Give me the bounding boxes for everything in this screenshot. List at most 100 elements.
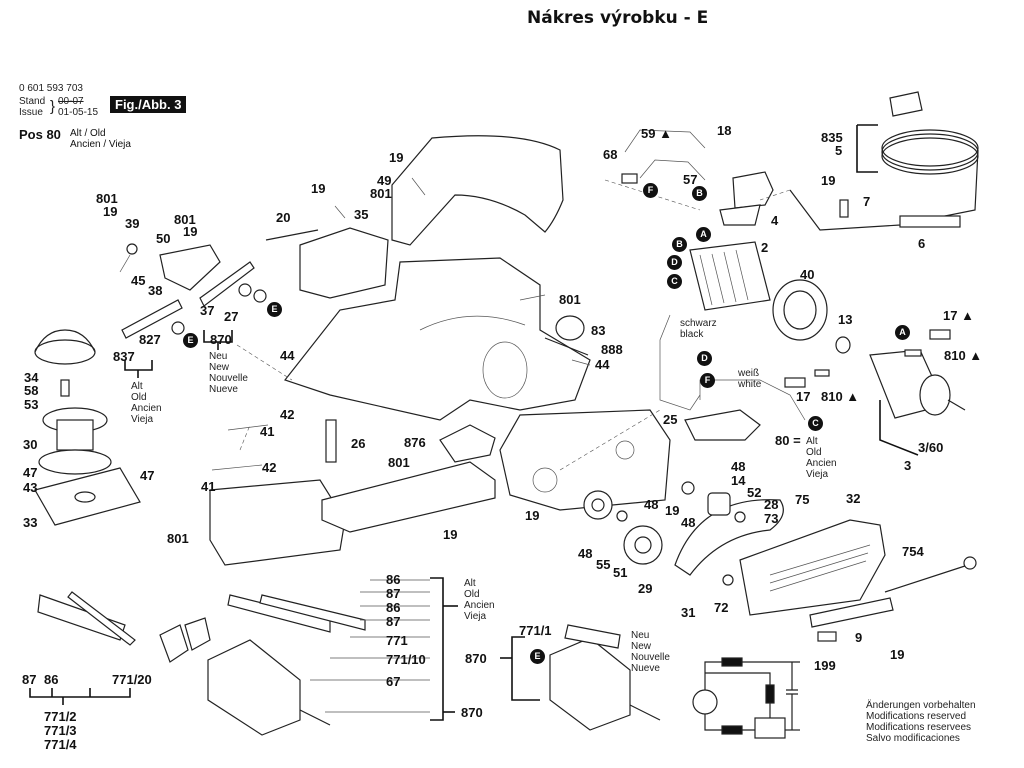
footer-line-fr: Modifications reservees xyxy=(866,722,972,733)
part-label: 771 xyxy=(386,633,408,648)
part-label: 40 xyxy=(800,267,815,282)
part-label: 801 xyxy=(174,212,196,227)
part-label: 801 xyxy=(370,186,392,201)
part-label: 50 xyxy=(156,231,171,246)
bracket-38 xyxy=(159,244,221,291)
part-label: 19 xyxy=(525,508,540,523)
pos-note-line2: Ancien / Vieja xyxy=(70,139,131,150)
part-label: 19 xyxy=(665,503,680,518)
connector-badge-e2: E xyxy=(183,333,198,348)
connector-badge-d2: D xyxy=(697,351,712,366)
part-label: 55 xyxy=(596,557,611,572)
part-label: 19 xyxy=(821,173,836,188)
switch-4 xyxy=(732,171,774,209)
part-label: 33 xyxy=(23,515,38,530)
part-label: 48 xyxy=(578,546,593,561)
part-label: 17 xyxy=(796,389,811,404)
connector-badge-c2: C xyxy=(808,416,823,431)
clamp-7 xyxy=(839,199,849,218)
footer-line-de: Änderungen vorbehalten xyxy=(866,700,976,711)
clip-876 xyxy=(439,424,496,463)
belt-cover-25 xyxy=(499,409,671,511)
wire-note-white: weiß white xyxy=(738,368,762,390)
part-label: 86 xyxy=(44,672,59,687)
part-label: 51 xyxy=(613,565,628,580)
connector-badge-e3: E xyxy=(530,649,545,664)
part-label: 34 xyxy=(24,370,39,385)
part-label: 26 xyxy=(351,436,366,451)
part-label: 48 xyxy=(731,459,746,474)
part-label: 771/10 xyxy=(386,652,426,667)
part-label: 25 xyxy=(663,412,678,427)
ring-40 xyxy=(772,279,828,341)
part-label: 771/2 xyxy=(44,709,77,724)
part-label: 771/20 xyxy=(112,672,152,687)
footer-line-en: Modifications reserved xyxy=(866,711,967,722)
pin-20 xyxy=(265,229,319,241)
handle-part xyxy=(391,135,564,246)
part-label: 810 ▲ xyxy=(944,348,983,363)
part-label: 31 xyxy=(681,605,696,620)
part-label: 19 xyxy=(311,181,326,196)
part-label: 48 xyxy=(681,515,696,530)
old-note-837: Alt Old Ancien Vieja xyxy=(131,381,162,425)
part-label: 20 xyxy=(276,210,291,225)
module-80 xyxy=(684,409,761,441)
part-number: 0 601 593 703 xyxy=(19,83,83,94)
part-label: 3 xyxy=(904,458,912,473)
part-label: 68 xyxy=(603,147,618,162)
part-label: 870 xyxy=(465,651,487,666)
label-plate-9 xyxy=(809,597,894,628)
brace: } xyxy=(50,98,56,115)
part-label: 801 xyxy=(559,292,581,307)
power-cable-coil xyxy=(881,129,979,167)
belt-31 xyxy=(674,499,784,576)
part-label: 39 xyxy=(125,216,140,231)
part-label: 53 xyxy=(24,397,39,412)
part-label: 73 xyxy=(764,511,779,526)
part-label: 801 xyxy=(388,455,410,470)
connector-badge-e: E xyxy=(267,302,282,317)
part-label: 771/4 xyxy=(44,737,77,752)
part-label: 35 xyxy=(354,207,369,222)
part-label: 44 xyxy=(280,348,295,363)
new-note-870: Neu New Nouvelle Nueve xyxy=(209,351,248,395)
part-label: 876 xyxy=(404,435,426,450)
wrench-754 xyxy=(884,564,969,593)
stand-date-struck: 00-07 xyxy=(58,96,84,107)
part-label: 810 ▲ xyxy=(821,389,860,404)
part-label: 41 xyxy=(260,424,275,439)
part-label: 837 xyxy=(113,349,135,364)
plate-37 xyxy=(199,261,255,307)
part-label: 754 xyxy=(902,544,924,559)
part-label: 38 xyxy=(148,283,163,298)
part-label: 37 xyxy=(200,303,215,318)
part-label: 83 xyxy=(591,323,606,338)
part-label: 41 xyxy=(201,479,216,494)
part-label: 17 ▲ xyxy=(943,308,974,323)
part-label: 199 xyxy=(814,658,836,673)
part-label: 30 xyxy=(23,437,38,452)
wire-note-black: schwarz black xyxy=(680,318,717,340)
part-label: 47 xyxy=(140,468,155,483)
issue-label: Issue xyxy=(19,107,43,118)
page-title: Nákres výrobku - E xyxy=(527,8,709,28)
part-label: 58 xyxy=(24,383,39,398)
part-label: 87 xyxy=(386,586,401,601)
part-label: 27 xyxy=(224,309,239,324)
scale-plate-33 xyxy=(34,467,141,526)
part-label: 44 xyxy=(595,357,610,372)
pos-note: Alt / Old Ancien / Vieja xyxy=(70,128,131,150)
part-label: 888 xyxy=(601,342,623,357)
stand-label: Stand xyxy=(19,96,46,107)
part-label: 49 xyxy=(377,173,392,188)
part-label: 32 xyxy=(846,491,861,506)
main-housing-part xyxy=(284,257,591,421)
old-note-80: Alt Old Ancien Vieja xyxy=(806,436,837,480)
circuit-schematic xyxy=(692,657,800,739)
part-label: 47 xyxy=(23,465,38,480)
part-label: 4 xyxy=(771,213,779,228)
part-label: 48 xyxy=(644,497,659,512)
part-label: 771/1 xyxy=(519,623,552,638)
